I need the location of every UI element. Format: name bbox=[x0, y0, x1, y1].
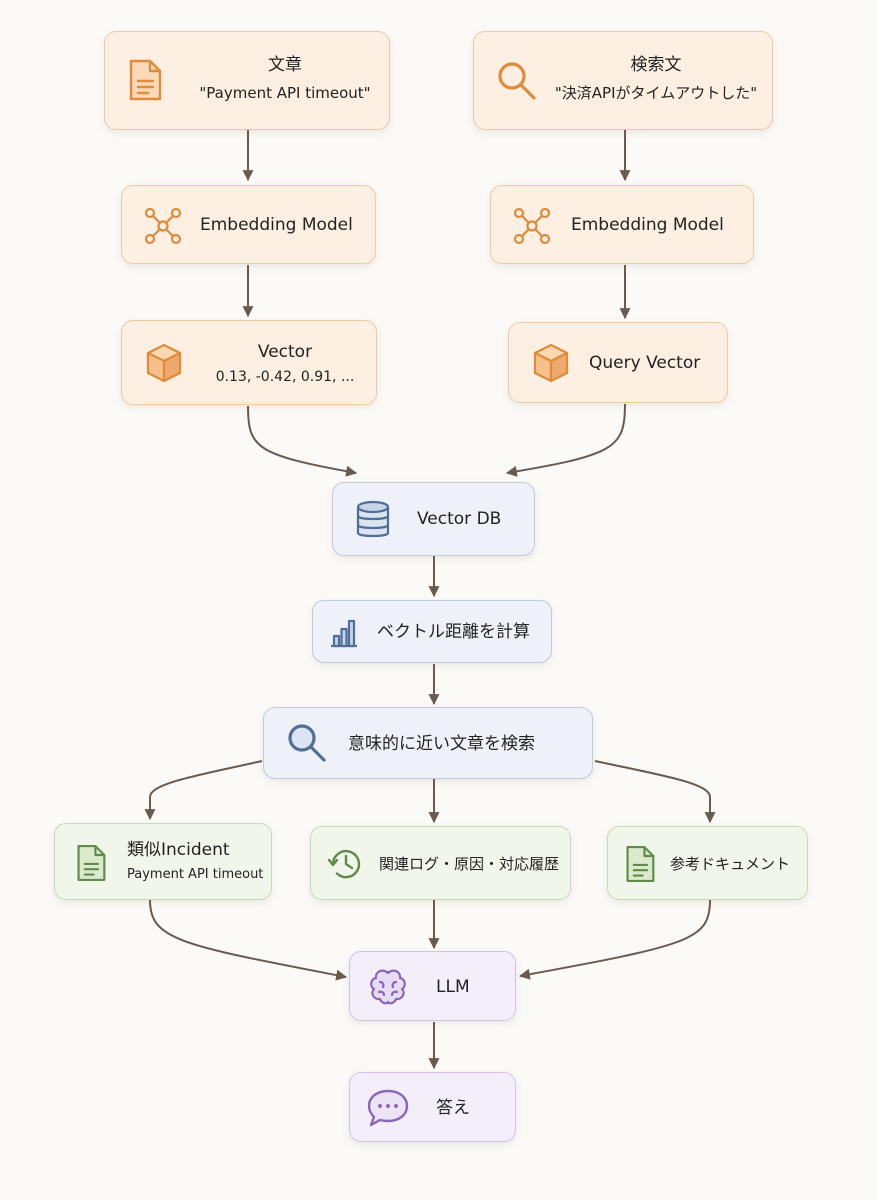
network-icon bbox=[513, 207, 551, 245]
query-text-node: 検索文 "決済APIがタイムアウトした" bbox=[473, 31, 773, 130]
llm-label: LLM bbox=[436, 977, 470, 997]
semantic-search-node: 意味的に近い文章を検索 bbox=[263, 707, 593, 779]
cube-icon bbox=[531, 342, 571, 384]
arrow-reference-to-llm bbox=[518, 899, 711, 980]
query-vector-node: Query Vector bbox=[508, 322, 728, 403]
distance-calc-node: ベクトル距離を計算 bbox=[312, 600, 552, 663]
history-clock-icon bbox=[327, 845, 365, 883]
vector-title: Vector bbox=[257, 342, 313, 362]
embedding-model-left-label: Embedding Model bbox=[200, 215, 353, 235]
distance-calc-label: ベクトル距離を計算 bbox=[377, 622, 530, 642]
search-icon bbox=[496, 60, 538, 102]
vector-db-label: Vector DB bbox=[417, 509, 502, 529]
source-text-node: 文章 "Payment API timeout" bbox=[104, 31, 390, 130]
network-icon bbox=[144, 207, 182, 245]
arrow-search-to-reference bbox=[594, 760, 716, 824]
cube-icon bbox=[144, 342, 184, 384]
arrow-vector-to-db bbox=[247, 405, 358, 477]
vector-db-node: Vector DB bbox=[332, 482, 535, 556]
similar-incident-node: 類似Incident Payment API timeout bbox=[54, 823, 272, 900]
brain-icon bbox=[366, 965, 410, 1009]
related-history-label: 関連ログ・原因・対応履歴 bbox=[379, 855, 560, 873]
reference-docs-label: 参考ドキュメント bbox=[670, 855, 791, 873]
arrow-query-vector-to-db bbox=[505, 403, 626, 477]
search-icon bbox=[286, 722, 328, 764]
similar-incident-title: 類似Incident bbox=[127, 840, 230, 860]
document-icon bbox=[127, 58, 163, 102]
embedding-model-right-node: Embedding Model bbox=[490, 185, 754, 264]
arrow-search-to-incident bbox=[144, 760, 263, 821]
source-title: 文章 bbox=[268, 55, 302, 75]
database-icon bbox=[355, 499, 391, 541]
similar-incident-text: Payment API timeout bbox=[127, 867, 264, 882]
arrow-incident-to-llm bbox=[149, 899, 348, 981]
document-icon bbox=[624, 844, 656, 884]
chat-bubble-icon bbox=[366, 1087, 410, 1129]
bar-chart-icon bbox=[329, 616, 359, 648]
reference-docs-node: 参考ドキュメント bbox=[607, 826, 808, 900]
embedding-model-left-node: Embedding Model bbox=[121, 185, 376, 264]
source-text: "Payment API timeout" bbox=[199, 84, 371, 102]
vector-values: 0.13, -0.42, 0.91, ... bbox=[215, 369, 355, 385]
document-icon bbox=[75, 843, 107, 883]
query-title: 検索文 bbox=[630, 55, 682, 75]
vector-node: Vector 0.13, -0.42, 0.91, ... bbox=[121, 320, 377, 405]
answer-node: 答え bbox=[349, 1072, 516, 1142]
llm-node: LLM bbox=[349, 951, 516, 1021]
answer-label: 答え bbox=[436, 1098, 470, 1118]
related-history-node: 関連ログ・原因・対応履歴 bbox=[310, 826, 571, 900]
query-text: "決済APIがタイムアウトした" bbox=[554, 84, 758, 102]
embedding-model-right-label: Embedding Model bbox=[571, 215, 724, 235]
query-vector-label: Query Vector bbox=[589, 353, 701, 373]
semantic-search-label: 意味的に近い文章を検索 bbox=[348, 734, 535, 754]
